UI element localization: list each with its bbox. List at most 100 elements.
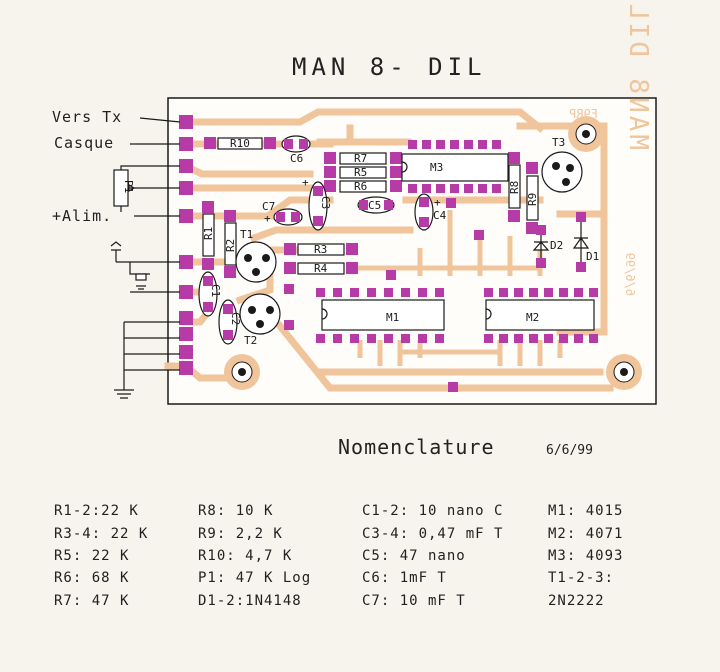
svg-text:M3: M3 [430, 161, 443, 174]
svg-text:R4: R4 [314, 262, 328, 275]
svg-text:C6: C6 [290, 152, 303, 165]
ic-pin [422, 140, 431, 149]
c3: C3 + [302, 176, 332, 231]
svg-text:R9: R9 [526, 193, 539, 206]
bom-item: C3-4: 0,47 mF T [362, 526, 503, 542]
svg-text:R1: R1 [202, 227, 215, 240]
svg-text:M1: M1 [386, 311, 399, 324]
bom-item: R7: 47 K [54, 593, 129, 609]
ic-pin [436, 184, 445, 193]
svg-text:+: + [434, 196, 441, 209]
ic-pin [499, 334, 508, 343]
t3: T3 [541, 136, 583, 193]
r8: R8 [508, 152, 521, 222]
svg-text:+: + [302, 176, 309, 189]
ic-pin [478, 184, 487, 193]
svg-text:C3: C3 [319, 196, 332, 209]
svg-text:D1: D1 [586, 250, 599, 263]
ic-pin [408, 184, 417, 193]
svg-text:R7: R7 [354, 152, 367, 165]
ic-pin [367, 334, 376, 343]
svg-text:T2: T2 [244, 334, 257, 347]
bom-item: M1: 4015 [548, 503, 623, 519]
c2: C2 [218, 299, 242, 345]
bom-item: M2: 4071 [548, 526, 623, 542]
label-alim: +Alim. [52, 207, 112, 225]
d1: D1 [572, 212, 599, 272]
bom-item: R6: 68 K [54, 570, 129, 586]
ic-pin [418, 334, 427, 343]
bom-item: R9: 2,2 K [198, 526, 283, 542]
svg-text:C1: C1 [209, 284, 222, 297]
r7: R7 [324, 152, 402, 165]
ic-pin [559, 288, 568, 297]
bom-item: C5: 47 nano [362, 548, 466, 564]
ic-pin [384, 334, 393, 343]
ic-pin [464, 140, 473, 149]
ic-pin [418, 288, 427, 297]
ic-pin [529, 288, 538, 297]
r6: R6 [324, 180, 402, 193]
svg-text:M2: M2 [526, 311, 539, 324]
c1: C1 [198, 271, 222, 317]
bom-item: R1-2:22 K [54, 503, 139, 519]
vias [284, 198, 484, 392]
nomenclature-heading: Nomenclature [338, 435, 495, 459]
label-casque: Casque [54, 134, 114, 152]
bom-item: M3: 4093 [548, 548, 623, 564]
ic-pin [478, 140, 487, 149]
bom-item: R8: 10 K [198, 503, 273, 519]
r4: R4 [284, 262, 358, 275]
d2: D2 [532, 225, 563, 268]
svg-text:+: + [264, 212, 271, 225]
bom-item: T1-2-3: [548, 570, 614, 586]
r3: R3 [284, 243, 358, 256]
r10: R10 [204, 137, 276, 150]
ic-pin [492, 140, 501, 149]
ic-pin [316, 334, 325, 343]
diodes: D2 D1 [532, 212, 599, 272]
ic-pin [435, 334, 444, 343]
ic-pin [544, 334, 553, 343]
svg-text:T1: T1 [240, 228, 253, 241]
ic-pin [492, 184, 501, 193]
mirrored-board-text: MAN8 DIL F9RP 6/6/99 [569, 1, 653, 296]
ic-pin [316, 288, 325, 297]
ic-pin [333, 288, 342, 297]
r2: R2 [224, 210, 237, 278]
ic-pin [499, 288, 508, 297]
capacitors: C6 C7 + C3 + C5 C4 + C1 [198, 135, 447, 345]
svg-text:C5: C5 [368, 199, 381, 212]
ic-pin [589, 288, 598, 297]
ic-pin [450, 184, 459, 193]
bom-item: C7: 10 mF T [362, 593, 466, 609]
svg-text:C7: C7 [262, 200, 275, 213]
bom-item: D1-2:1N4148 [198, 593, 302, 609]
ic-pin [436, 140, 445, 149]
t1: T1 [235, 228, 277, 283]
parts-list: R1-2:22 K R3-4: 22 K R5: 22 K R6: 68 K R… [54, 503, 623, 609]
svg-text:R3: R3 [314, 243, 327, 256]
ic-pin [435, 288, 444, 297]
c5: C5 [357, 196, 395, 214]
ic-pin [408, 140, 417, 149]
bom-item: R5: 22 K [54, 548, 129, 564]
bom-item: R10: 4,7 K [198, 548, 292, 564]
external-connections: Vers Tx Casque +Alim. P1 [52, 108, 181, 399]
ic-pin [384, 288, 393, 297]
ic-pin [450, 140, 459, 149]
ic-pin [559, 334, 568, 343]
c4: C4 + [414, 193, 447, 231]
ic-pin [422, 184, 431, 193]
ic-pin [529, 334, 538, 343]
page-title: MAN 8- DIL [292, 53, 487, 81]
ic-pin [484, 334, 493, 343]
r1: R1 [202, 201, 215, 270]
bom-item: C6: 1mF T [362, 570, 447, 586]
svg-text:R8: R8 [508, 181, 521, 194]
transistors: T1 T2 T3 [235, 136, 583, 347]
bom-item: C1-2: 10 nano C [362, 503, 503, 519]
ic-pin [544, 288, 553, 297]
ic-pin [401, 334, 410, 343]
